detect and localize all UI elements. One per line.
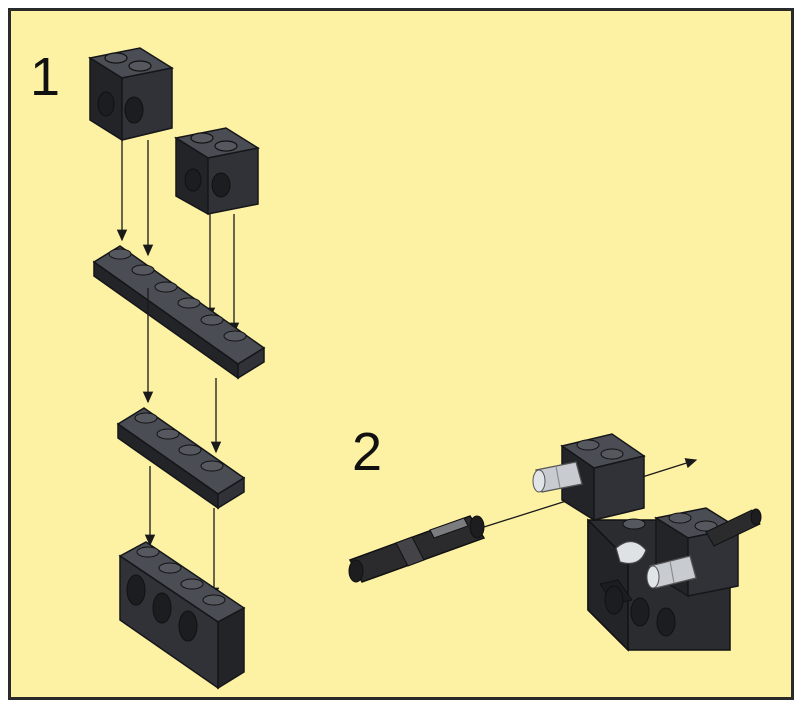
assembly-arrows-step1 <box>116 140 240 335</box>
technic-brick-1x2-icon <box>88 47 174 142</box>
technic-brick-1x4-icon <box>118 541 246 690</box>
plate-1x6-icon <box>92 245 266 380</box>
assembly-arrows-step1c <box>144 466 220 600</box>
technic-brick-1x2-icon <box>174 127 260 216</box>
axle-pin-icon <box>532 461 583 493</box>
assembly-arrows-step1b <box>142 288 222 454</box>
step-number-2: 2 <box>352 422 383 482</box>
step-number-1: 1 <box>30 47 61 107</box>
axle-pin-icon <box>615 540 697 589</box>
assembled-structure-icon <box>560 433 762 652</box>
plate-1x4-icon <box>116 407 246 510</box>
technic-pin-icon <box>348 515 486 583</box>
